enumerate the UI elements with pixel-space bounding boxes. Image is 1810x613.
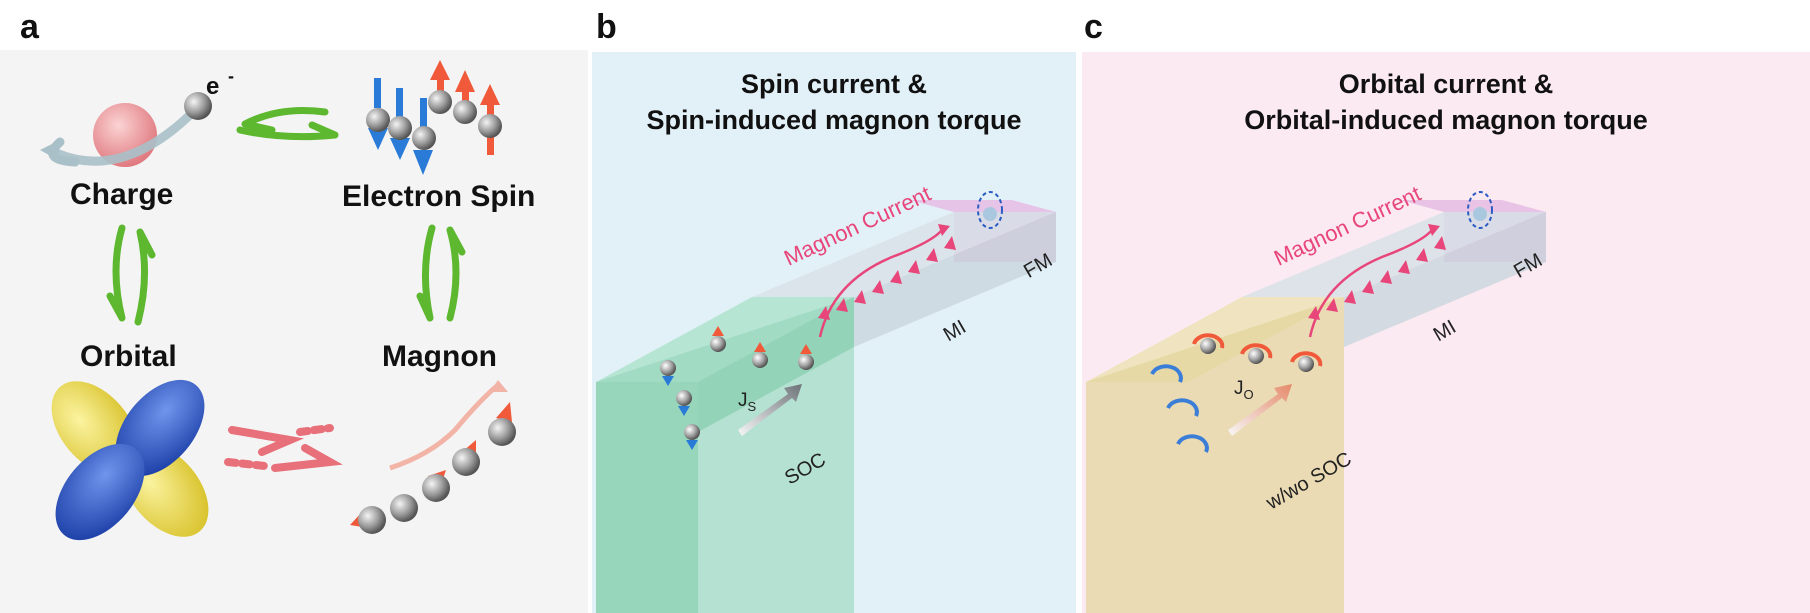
electron-label: e xyxy=(206,73,219,100)
panel-a-diagram: e - xyxy=(40,60,516,541)
label-electron-spin: Electron Spin xyxy=(342,180,536,213)
js-main: J xyxy=(738,390,748,411)
charge-orbital-arrows xyxy=(106,224,156,326)
jo-sub: O xyxy=(1243,386,1254,402)
panel-c-letter: c xyxy=(1084,8,1103,46)
spin-up-down-icon xyxy=(366,60,502,175)
spin-magnon-arrows xyxy=(416,224,466,322)
orbiting-electron-icon xyxy=(40,92,212,167)
panel-c-current-label: JO xyxy=(1234,378,1254,402)
label-magnon: Magnon xyxy=(382,340,497,373)
panel-b-current-label: JS xyxy=(738,390,756,414)
panel-b-title-line2: Spin-induced magnon torque xyxy=(646,105,1022,135)
jo-main: J xyxy=(1234,378,1244,399)
panel-c-title-line2: Orbital-induced magnon torque xyxy=(1244,105,1648,135)
panel-c-device xyxy=(1086,191,1546,613)
panel-b-device xyxy=(596,191,1056,613)
label-orbital: Orbital xyxy=(80,340,177,373)
panel-b-title-line1: Spin current & xyxy=(740,69,928,99)
electron-charge-superscript: - xyxy=(228,66,234,86)
orbital-magnon-arrows xyxy=(224,424,343,472)
panel-c-title-line1: Orbital current & xyxy=(1338,69,1554,99)
js-sub: S xyxy=(747,398,757,414)
panel-a-letter: a xyxy=(20,8,39,46)
charge-spin-arrows xyxy=(236,107,339,141)
d-orbital-icon xyxy=(51,379,209,541)
spin-wave-icon xyxy=(350,380,516,534)
panel-b-letter: b xyxy=(596,8,617,46)
label-charge: Charge xyxy=(70,178,174,211)
